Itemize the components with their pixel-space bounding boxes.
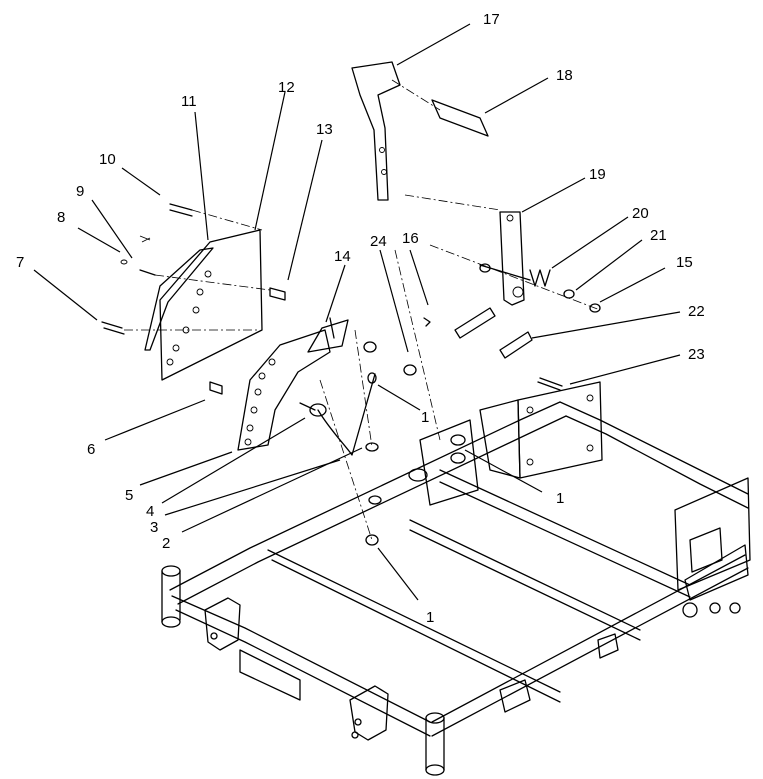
- callout-15: 15: [676, 254, 693, 271]
- callout-labels: 17 18 11 12 13 10 9 19 8 20 24 16 21 14 …: [16, 11, 705, 626]
- callout-5: 5: [125, 487, 133, 504]
- right-plate-assembly: [237, 317, 417, 456]
- callout-1-lower: 1: [426, 609, 434, 626]
- callout-12: 12: [278, 79, 295, 96]
- callout-1-upper: 1: [421, 409, 429, 426]
- callout-24: 24: [370, 233, 387, 250]
- callout-4: 4: [146, 503, 154, 520]
- callout-6: 6: [87, 441, 95, 458]
- callout-1-right: 1: [556, 490, 564, 507]
- callout-8: 8: [57, 209, 65, 226]
- callout-23: 23: [688, 346, 705, 363]
- callout-7: 7: [16, 254, 24, 271]
- callout-11: 11: [181, 93, 197, 110]
- callout-9: 9: [76, 183, 84, 200]
- pedal-assembly: [351, 61, 601, 391]
- callout-19: 19: [589, 166, 606, 183]
- main-frame: [161, 249, 751, 776]
- callout-22: 22: [688, 303, 705, 320]
- left-plate-assembly: [101, 203, 286, 395]
- callout-18: 18: [556, 67, 573, 84]
- callout-13: 13: [316, 121, 333, 138]
- callout-2: 2: [162, 535, 170, 552]
- callout-16: 16: [402, 230, 419, 247]
- callout-3: 3: [150, 519, 158, 536]
- callout-21: 21: [650, 227, 667, 244]
- callout-17: 17: [483, 11, 500, 28]
- callout-10: 10: [99, 151, 116, 168]
- callout-20: 20: [632, 205, 649, 222]
- callout-14: 14: [334, 248, 351, 265]
- leader-lines: [33, 23, 681, 601]
